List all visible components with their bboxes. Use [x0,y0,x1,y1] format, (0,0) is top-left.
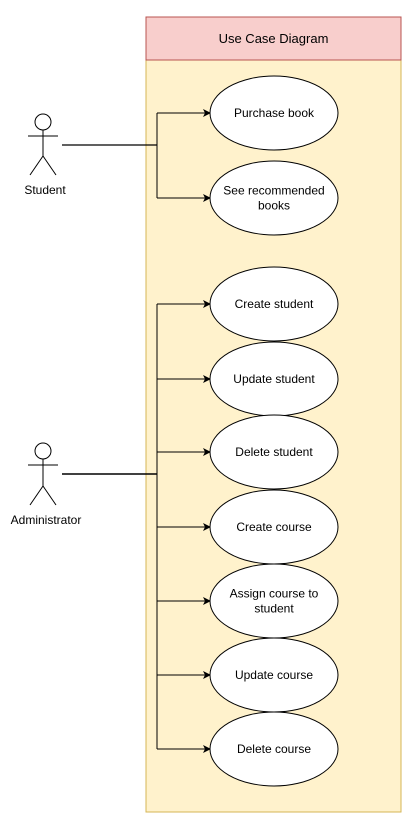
use-case-create-course[interactable]: Create course [209,489,339,565]
use-case-label: Update student [233,372,315,386]
use-case-purchase-book[interactable]: Purchase book [209,75,339,151]
actor-leg-left-icon [29,155,44,176]
use-case-ellipse [209,75,339,151]
use-case-label: Create student [235,297,314,311]
use-case-label: Assign course to [230,587,319,601]
use-case-label: Update course [235,668,313,682]
actor-student[interactable]: Student [24,113,66,197]
use-case-ellipse [209,266,339,342]
use-case-create-student[interactable]: Create student [209,266,339,342]
use-case-ellipse [209,160,339,236]
actor-leg-right-icon [42,485,57,506]
use-case-label: books [258,199,290,213]
use-case-update-course[interactable]: Update course [209,637,339,713]
actor-head-icon [34,113,52,131]
use-case-label: Delete course [237,742,311,756]
use-case-label: student [254,602,294,616]
use-case-ellipse [209,414,339,490]
use-case-ellipse [209,711,339,787]
use-case-delete-course[interactable]: Delete course [209,711,339,787]
association-lines [62,109,211,753]
actor-leg-left-icon [29,485,44,506]
actor-leg-right-icon [42,155,57,176]
actor-head-icon [34,442,52,460]
use-case-label: See recommended [223,184,324,198]
use-case-label: Delete student [235,445,313,459]
system-header [145,16,402,61]
diagram-title: Use Case Diagram [219,31,329,46]
use-case-label: Create course [236,520,312,534]
actor-label-administrator: Administrator [11,513,82,527]
actor-label-student: Student [24,183,66,197]
use-case-update-student[interactable]: Update student [209,341,339,417]
actor-administrator[interactable]: Administrator [11,442,82,527]
use-case-label: Purchase book [234,106,315,120]
use-case-delete-student[interactable]: Delete student [209,414,339,490]
